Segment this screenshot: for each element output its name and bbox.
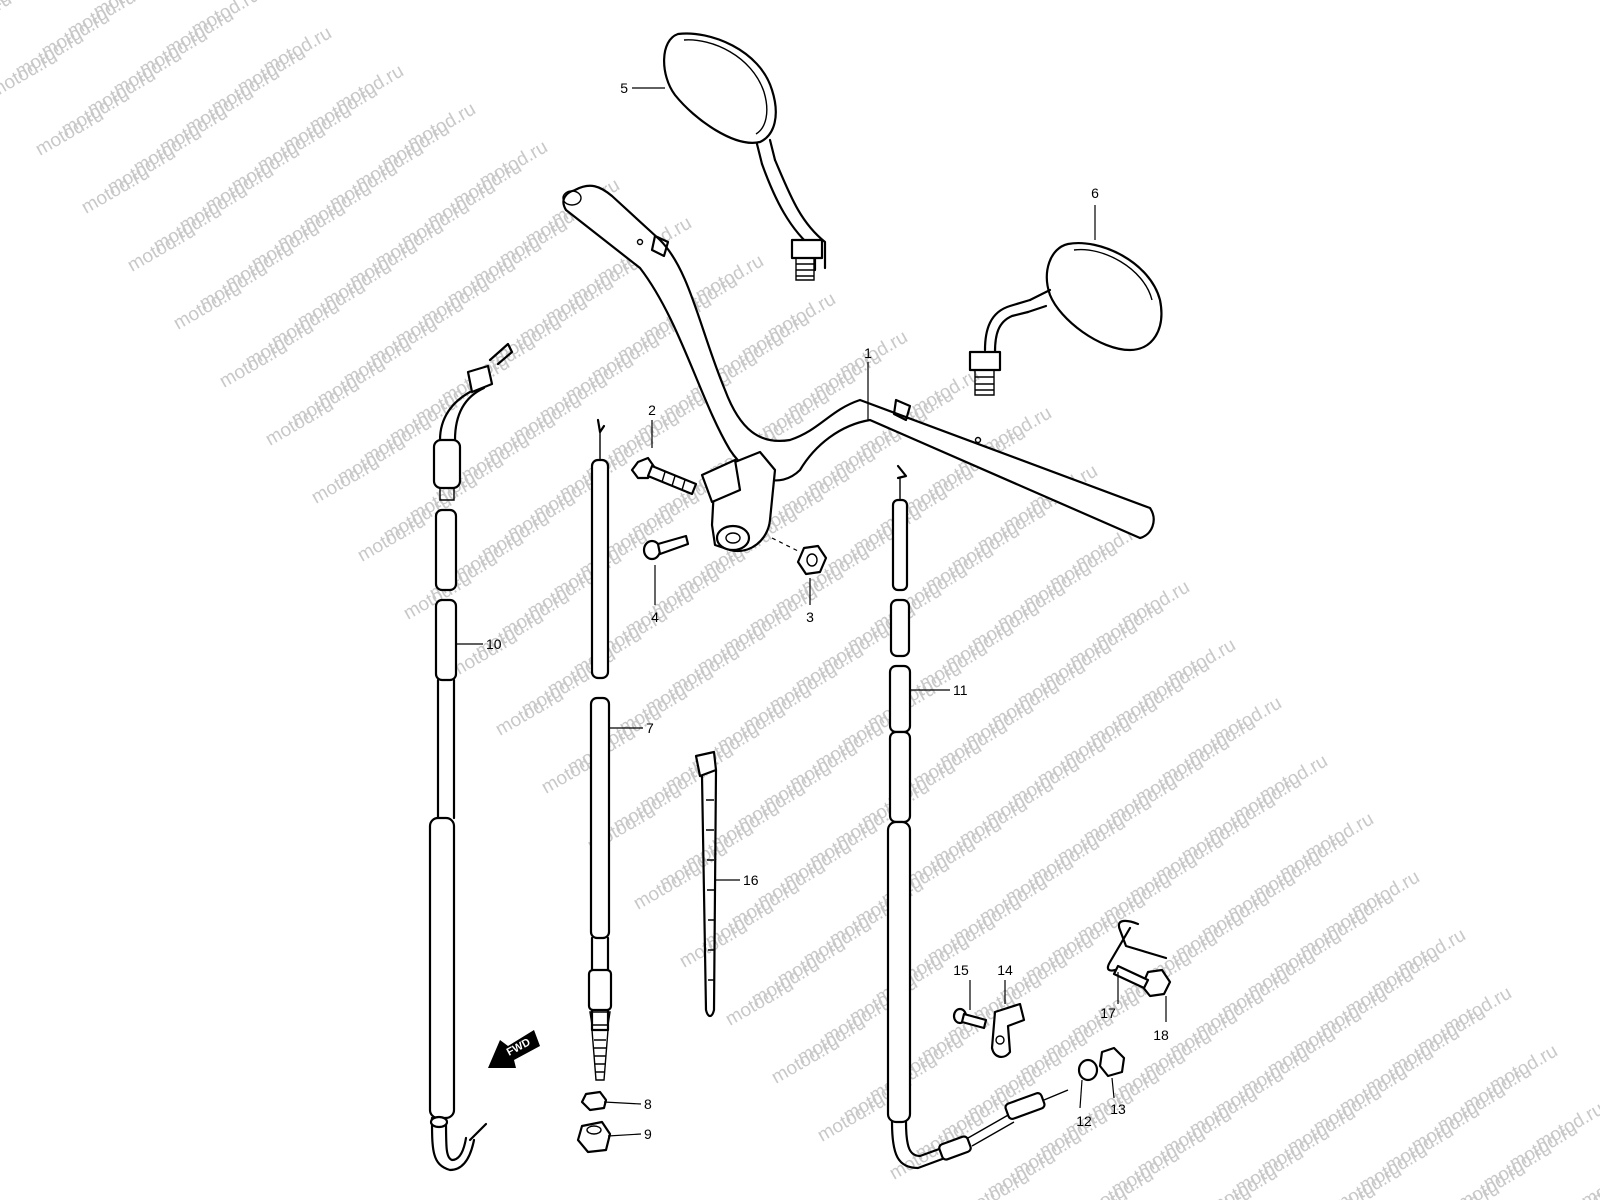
handlebar-nut-part[interactable] — [796, 544, 828, 576]
callout-8: 8 — [644, 1096, 652, 1112]
watermark-text: motod.ru — [32, 105, 107, 161]
watermark-text: motod.ru — [354, 511, 429, 567]
cable-lock-nut-part[interactable] — [1098, 1046, 1126, 1078]
watermark-text: motod.ru — [308, 453, 383, 509]
forward-direction-arrow: FWD — [488, 1030, 540, 1068]
watermark-text: motod.ru — [958, 1167, 1033, 1200]
watermark-text: motod.ru — [124, 221, 199, 277]
front-brake-cable-part[interactable] — [587, 418, 613, 1081]
callout-12: 12 — [1076, 1113, 1092, 1129]
handlebar-part[interactable] — [562, 184, 1155, 553]
cable-tie-part[interactable] — [694, 750, 718, 1018]
watermark-text: motod.ru — [262, 395, 337, 451]
callout-5: 5 — [620, 80, 628, 96]
callout-labels: 5 6 1 2 3 4 7 10 11 16 15 14 17 18 12 13… — [486, 80, 1169, 1142]
callout-16: 16 — [743, 872, 759, 888]
watermark-text: motod.ru — [492, 685, 567, 741]
callout-4: 4 — [651, 609, 659, 625]
callout-11: 11 — [953, 682, 968, 698]
watermark-text: motod.ru — [170, 279, 245, 335]
callout-3: 3 — [806, 609, 814, 625]
callout-9: 9 — [644, 1126, 652, 1142]
cable-end-part[interactable] — [1077, 1058, 1099, 1082]
watermark-text: motod.ru — [1180, 1183, 1255, 1200]
watermark-text: motod.ru — [446, 627, 521, 683]
left-mirror-part[interactable] — [663, 32, 827, 281]
watermark-text: motod.ru — [0, 0, 15, 44]
callout-10: 10 — [486, 636, 502, 652]
cable-adjuster-nut-part[interactable] — [576, 1120, 612, 1154]
watermark-text: motod.ru — [630, 859, 705, 915]
callout-1: 1 — [864, 345, 872, 361]
clamp-screw-part[interactable] — [952, 1007, 988, 1030]
bracket-bolt-part[interactable] — [1112, 964, 1172, 998]
cable-clamp-part[interactable] — [990, 1002, 1026, 1058]
throttle-cable-part[interactable] — [428, 342, 514, 1172]
watermark-text: motod.ru — [78, 163, 153, 219]
watermark-text: motod.ru — [722, 975, 797, 1031]
right-mirror-part[interactable] — [968, 242, 1163, 396]
watermark-text: motod.ru — [768, 1033, 843, 1089]
callout-15: 15 — [953, 962, 969, 978]
watermark-text: motod.ru — [216, 337, 291, 393]
callout-17: 17 — [1100, 1005, 1116, 1021]
watermark-text: motod.ru — [814, 1091, 889, 1147]
screw-part[interactable] — [642, 534, 690, 561]
callout-18: 18 — [1153, 1027, 1169, 1043]
callout-2: 2 — [648, 402, 656, 418]
handlebar-bolt-part[interactable] — [630, 456, 698, 496]
callout-13: 13 — [1110, 1101, 1126, 1117]
leader-lines — [456, 87, 1167, 1137]
cable-joint-part[interactable] — [580, 1090, 608, 1112]
callout-6: 6 — [1091, 185, 1099, 201]
callout-14: 14 — [997, 962, 1013, 978]
callout-7: 7 — [646, 720, 654, 736]
rear-brake-cable-part[interactable] — [886, 464, 1069, 1170]
